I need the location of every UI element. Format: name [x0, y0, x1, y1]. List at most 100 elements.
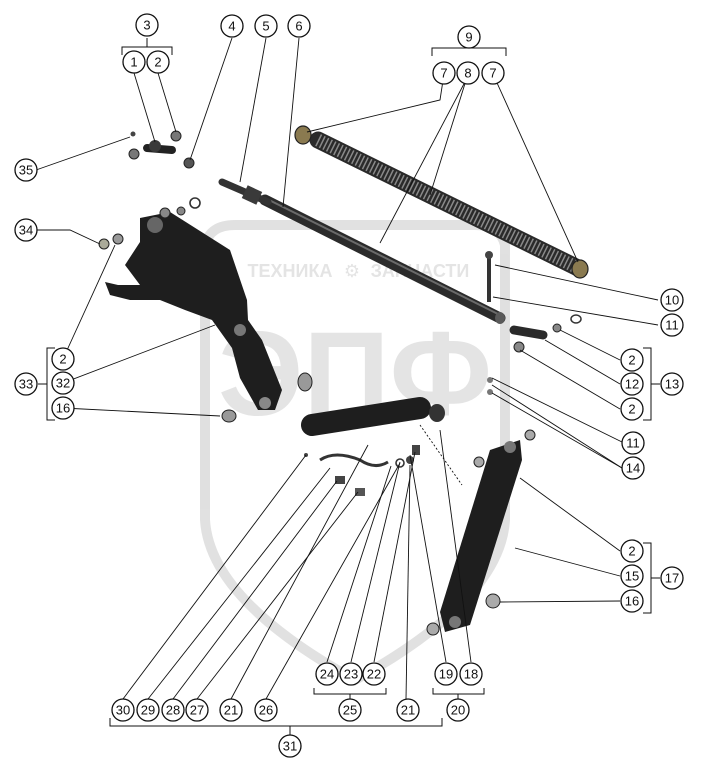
callout-28: 28: [161, 698, 185, 722]
svg-text:24: 24: [320, 667, 334, 682]
svg-text:35: 35: [19, 163, 33, 178]
svg-text:2: 2: [59, 352, 66, 367]
callout-25: 25: [338, 698, 362, 722]
svg-text:9: 9: [465, 30, 472, 45]
rod: [259, 194, 506, 324]
parts: [98, 125, 589, 636]
bracket-arm: [98, 206, 313, 423]
svg-text:14: 14: [626, 461, 640, 476]
callout-30: 30: [111, 698, 135, 722]
callout-12: 12: [620, 372, 644, 396]
svg-text:6: 6: [295, 19, 302, 34]
callout-1: 1: [122, 50, 146, 74]
svg-text:17: 17: [665, 571, 679, 586]
callout-23: 23: [339, 662, 363, 686]
svg-text:27: 27: [190, 703, 204, 718]
svg-text:26: 26: [259, 703, 273, 718]
callout-3: 3: [135, 13, 159, 37]
callout-2-lower-right: 2: [620, 539, 644, 563]
callout-21-left: 21: [219, 698, 243, 722]
svg-text:3: 3: [143, 18, 150, 33]
callouts: 3 1 2 4 5 6 9 7 8 7 35 34 2 32 16 33 10 …: [14, 13, 684, 758]
callout-14: 14: [621, 456, 645, 480]
top-left-small-parts: [128, 130, 201, 209]
callout-16-right: 16: [620, 589, 644, 613]
callout-10: 10: [660, 288, 684, 312]
callout-19: 19: [434, 662, 458, 686]
svg-text:12: 12: [625, 377, 639, 392]
callout-18: 18: [459, 662, 483, 686]
callout-6: 6: [287, 14, 311, 38]
svg-text:4: 4: [228, 19, 235, 34]
watermark-brand-1: ТЕХНИКА: [248, 261, 333, 281]
svg-text:2: 2: [628, 544, 635, 559]
callout-2-top: 2: [146, 50, 170, 74]
callout-15: 15: [620, 564, 644, 588]
svg-text:1: 1: [130, 55, 137, 70]
svg-text:33: 33: [19, 377, 33, 392]
callout-20: 20: [446, 698, 470, 722]
svg-text:15: 15: [625, 569, 639, 584]
svg-text:2: 2: [628, 353, 635, 368]
svg-text:31: 31: [283, 739, 297, 754]
watermark-gear-icon: ⚙: [344, 261, 360, 281]
svg-text:11: 11: [665, 318, 679, 333]
callout-11-upper: 11: [660, 313, 684, 337]
spring-assembly: [294, 125, 589, 279]
svg-text:22: 22: [367, 667, 381, 682]
svg-text:21: 21: [224, 703, 238, 718]
leader-lines: [35, 37, 659, 700]
callout-5: 5: [254, 14, 278, 38]
svg-text:28: 28: [166, 703, 180, 718]
svg-text:2: 2: [628, 402, 635, 417]
callout-32: 32: [51, 371, 75, 395]
callout-33: 33: [14, 372, 38, 396]
callout-16-left: 16: [51, 396, 75, 420]
callout-11-lower: 11: [621, 431, 645, 455]
callout-26: 26: [254, 698, 278, 722]
svg-text:11: 11: [626, 436, 640, 451]
svg-text:34: 34: [19, 223, 33, 238]
svg-text:23: 23: [344, 667, 358, 682]
svg-text:16: 16: [625, 594, 639, 609]
svg-text:32: 32: [56, 376, 70, 391]
svg-text:29: 29: [141, 703, 155, 718]
callout-9: 9: [457, 25, 481, 49]
callout-27: 27: [185, 698, 209, 722]
link-plate: [426, 429, 536, 636]
callout-21-right: 21: [396, 698, 420, 722]
callout-22: 22: [362, 662, 386, 686]
callout-2-mid-right: 2: [620, 397, 644, 421]
svg-text:19: 19: [439, 667, 453, 682]
grouping-brackets: [38, 38, 660, 735]
callout-34: 34: [14, 218, 38, 242]
hydraulic-cylinder: [301, 397, 445, 496]
callout-24: 24: [315, 662, 339, 686]
callout-35: 35: [14, 158, 38, 182]
svg-text:2: 2: [154, 55, 161, 70]
callout-17: 17: [660, 566, 684, 590]
callout-31: 31: [278, 734, 302, 758]
svg-text:10: 10: [665, 293, 679, 308]
svg-text:20: 20: [451, 703, 465, 718]
svg-text:30: 30: [116, 703, 130, 718]
svg-text:13: 13: [665, 377, 679, 392]
bolt-and-clevis: [485, 251, 582, 395]
threaded-shaft: [218, 178, 272, 206]
callout-4: 4: [220, 14, 244, 38]
svg-text:18: 18: [464, 667, 478, 682]
svg-text:7: 7: [440, 66, 447, 81]
svg-text:7: 7: [489, 66, 496, 81]
callout-8: 8: [456, 61, 480, 85]
svg-text:25: 25: [343, 703, 357, 718]
svg-text:8: 8: [464, 66, 471, 81]
callout-13: 13: [660, 372, 684, 396]
svg-text:16: 16: [56, 401, 70, 416]
callout-7-right: 7: [481, 61, 505, 85]
svg-text:5: 5: [262, 19, 269, 34]
callout-7-left: 7: [432, 61, 456, 85]
callout-2-upper-right: 2: [620, 348, 644, 372]
svg-text:21: 21: [401, 703, 415, 718]
callout-2-left: 2: [51, 347, 75, 371]
